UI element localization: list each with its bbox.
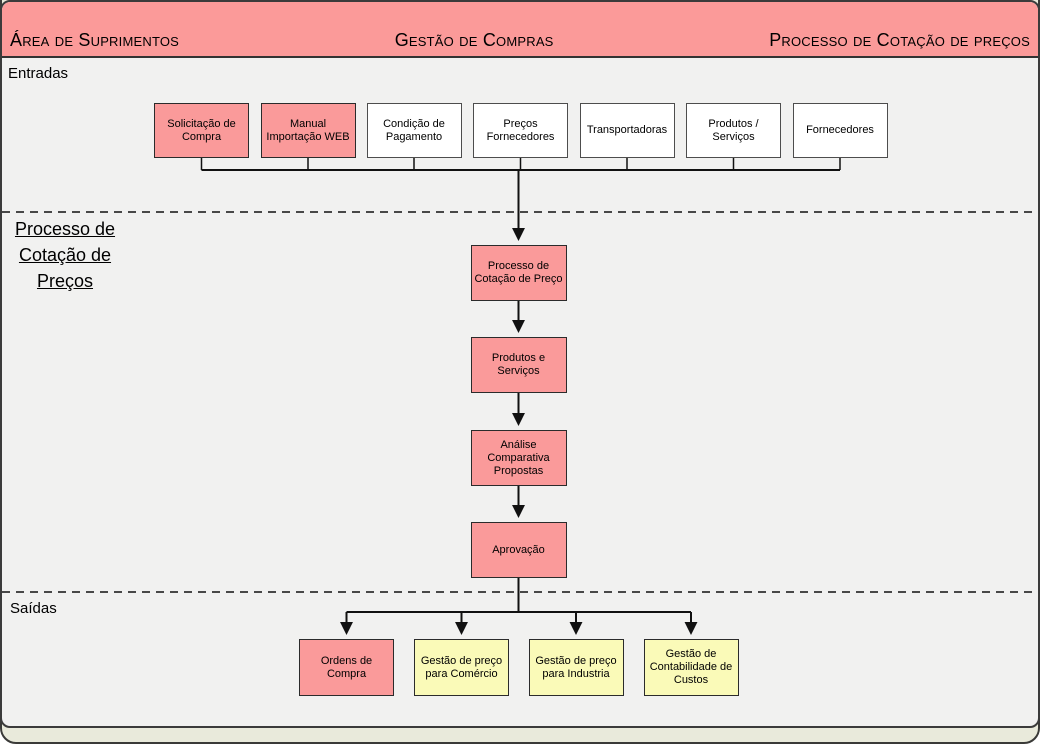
flowchart-area: Entradas Processo de Cotação de Preços S… (2, 2, 1038, 726)
input-box: Preços Fornecedores (473, 103, 568, 158)
outputs-section-label: Saídas (10, 600, 57, 617)
process-section-label-line: Processo de (14, 219, 116, 239)
process-box: Produtos e Serviços (470, 337, 567, 393)
inputs-section-label: Entradas (8, 65, 69, 82)
header-area-title: Área de Suprimentos (10, 30, 180, 50)
output-box: Ordens de Compra (299, 639, 394, 696)
process-section-label-line: Preços (36, 271, 94, 291)
output-box: Gestão de preço para Industria (528, 639, 624, 696)
output-box: Gestão de Contabilidade de Custos (643, 639, 739, 696)
input-box: Solicitação de Compra (154, 103, 249, 158)
input-box: Produtos / Serviços (686, 103, 781, 158)
header-process-title: Processo de Cotação de preços (769, 30, 1030, 50)
process-section-label: Processo de Cotação de Preços (6, 216, 124, 294)
connector-lines (2, 158, 1038, 635)
process-box: Processo de Cotação de Preço (470, 245, 567, 301)
input-box: Condição de Pagamento (366, 103, 462, 158)
process-diagram-panel: Área de Suprimentos Gestão de Compras Pr… (0, 0, 1040, 728)
process-box: Análise Comparativa Propostas (470, 430, 567, 486)
process-box: Aprovação (470, 522, 567, 578)
header-management-title: Gestão de Compras (394, 30, 554, 50)
process-section-label-line: Cotação de (18, 245, 112, 265)
input-box: Manual Importação WEB (260, 103, 356, 158)
output-box: Gestão de preço para Comércio (414, 639, 509, 696)
input-box: Fornecedores (792, 103, 888, 158)
input-box: Transportadoras (579, 103, 675, 158)
diagram-header-band: Área de Suprimentos Gestão de Compras Pr… (2, 2, 1038, 58)
